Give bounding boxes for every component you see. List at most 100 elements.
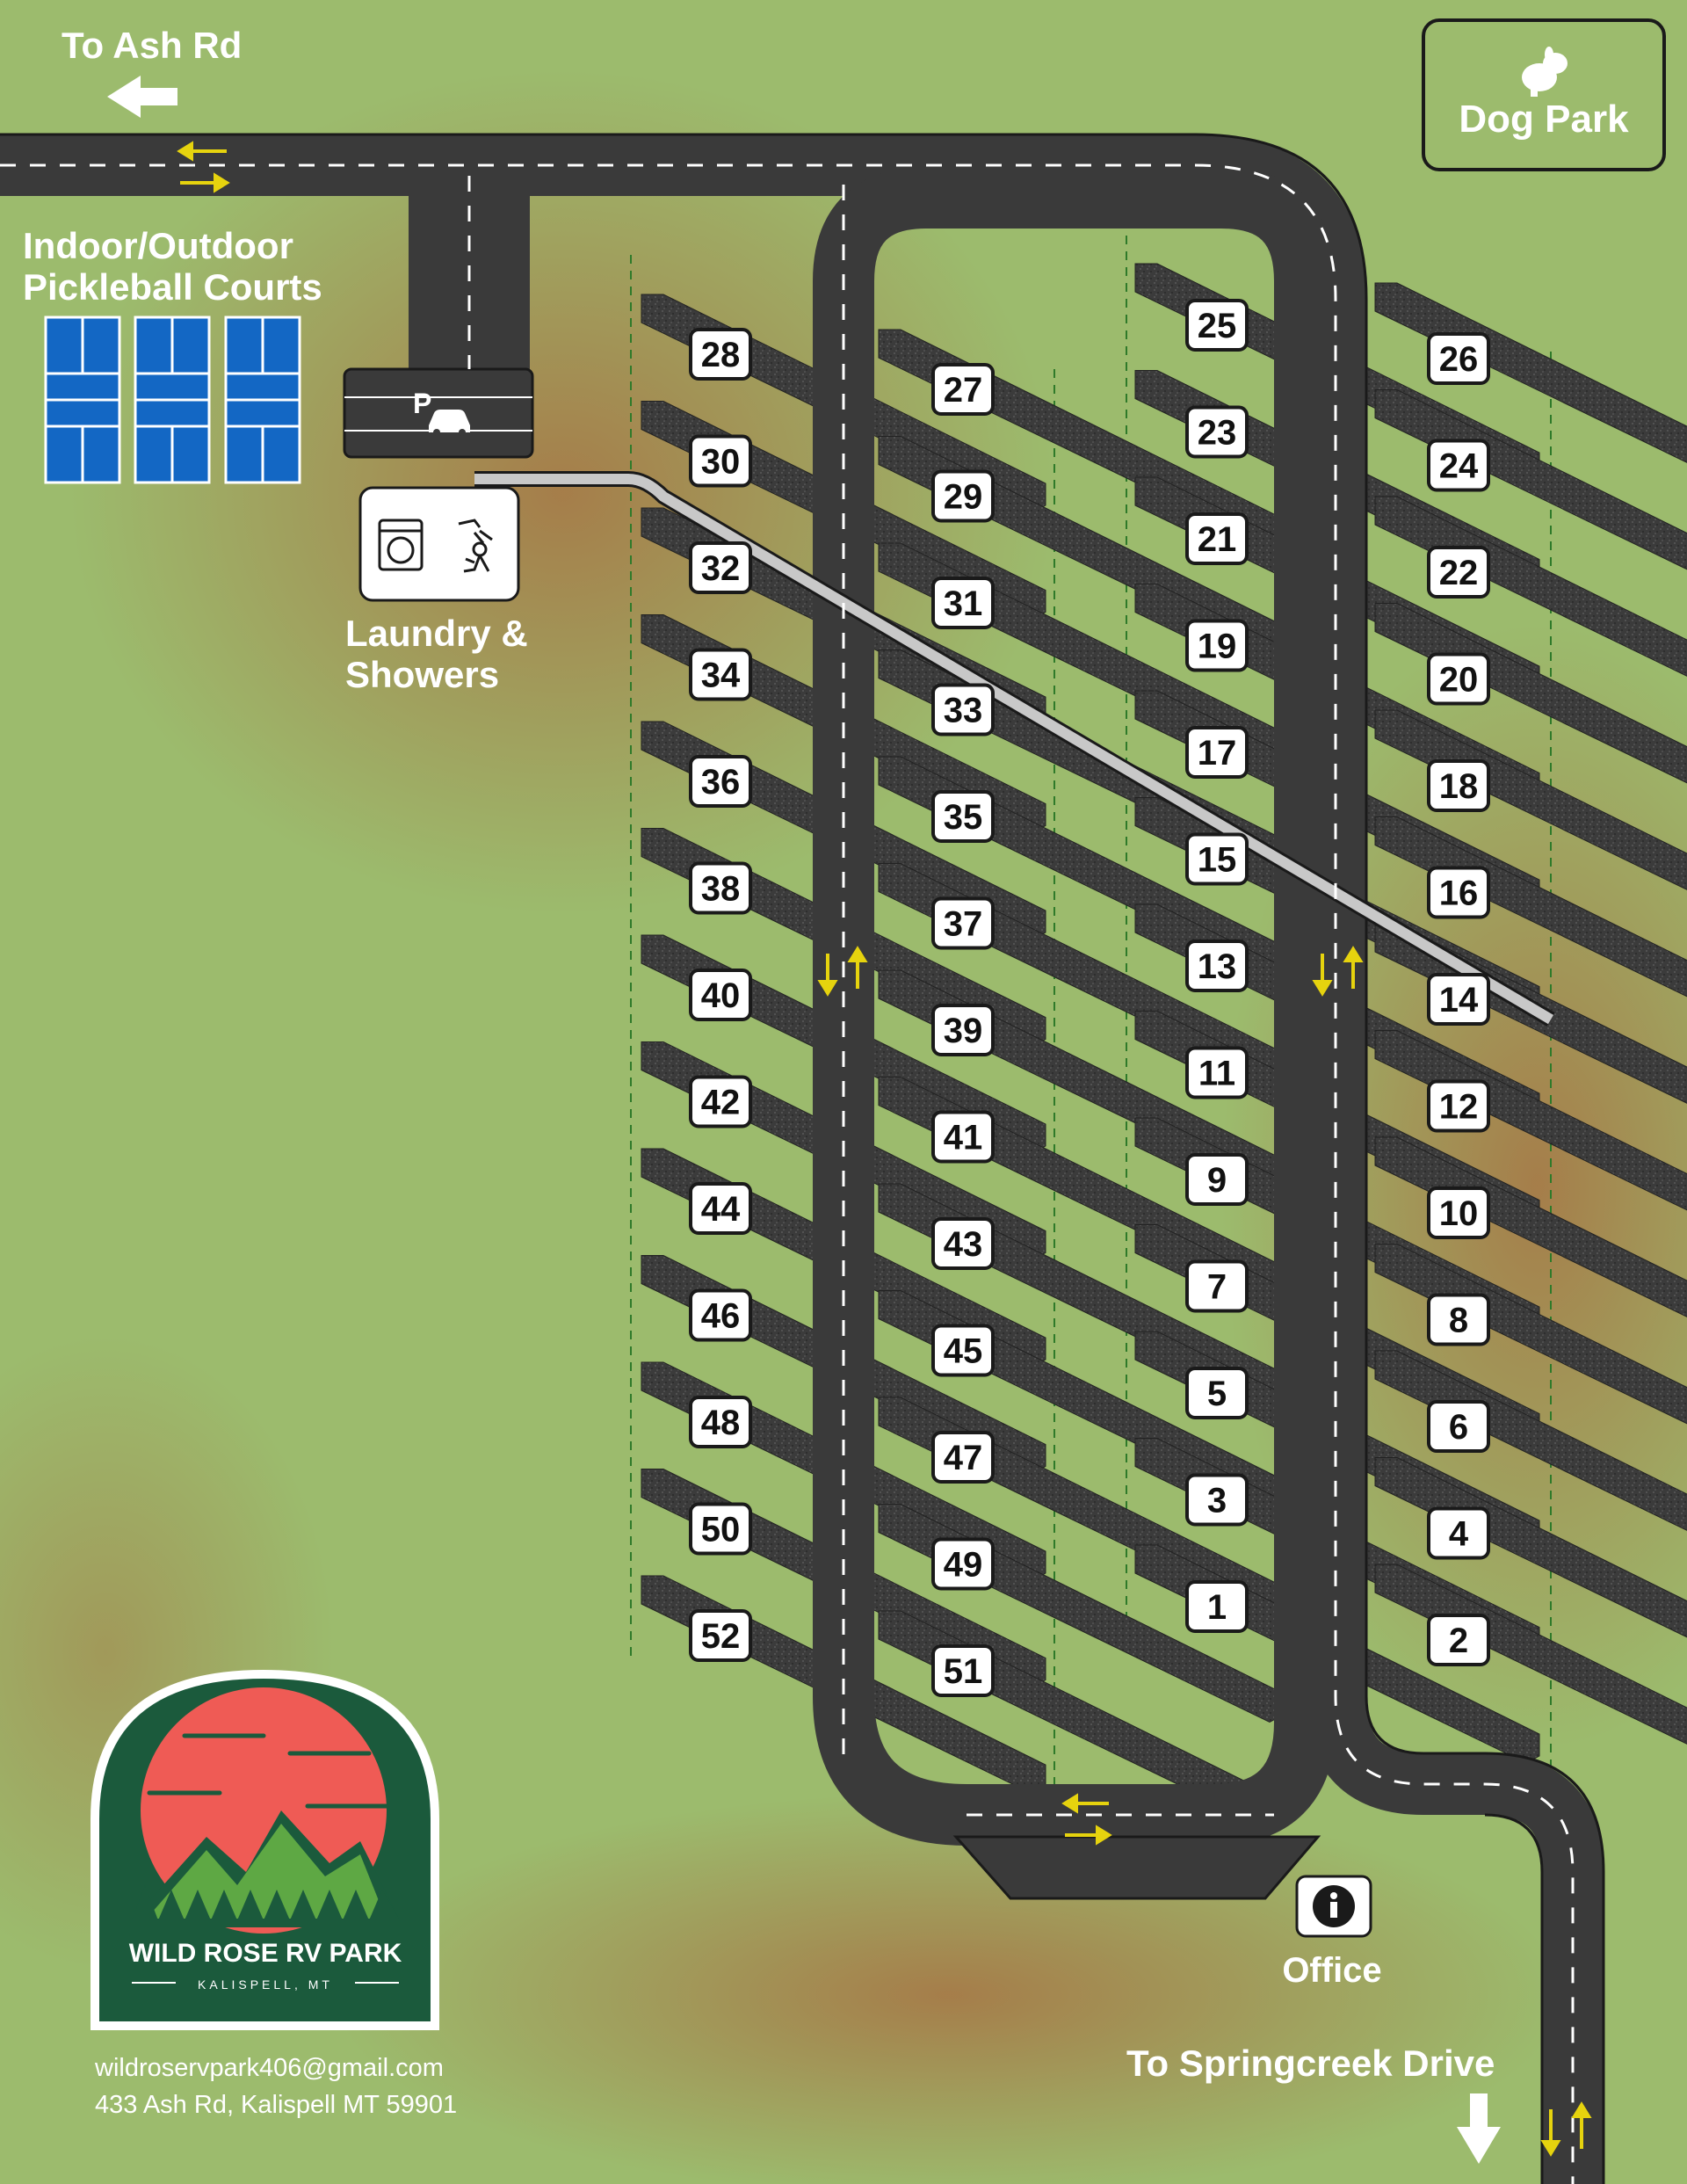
site-number-7[interactable]: 7 — [1185, 1259, 1249, 1313]
site-number-14[interactable]: 14 — [1427, 973, 1490, 1026]
site-number-box — [1427, 652, 1490, 706]
site-number-10[interactable]: 10 — [1427, 1186, 1490, 1239]
site-number-box — [1185, 1046, 1249, 1099]
site-number-23[interactable]: 23 — [1185, 405, 1249, 459]
site-number-25[interactable]: 25 — [1185, 299, 1249, 352]
laundry-label: Laundry & — [345, 613, 528, 654]
site-number-20[interactable]: 20 — [1427, 652, 1490, 706]
site-number-44[interactable]: 44 — [689, 1182, 752, 1235]
site-number-38[interactable]: 38 — [689, 861, 752, 915]
site-number-29[interactable]: 29 — [931, 469, 995, 523]
site-number-box — [1427, 1293, 1490, 1346]
site-number-33[interactable]: 33 — [931, 683, 995, 736]
site-number-40[interactable]: 40 — [689, 969, 752, 1021]
site-number-9[interactable]: 9 — [1185, 1153, 1249, 1206]
site-number-26[interactable]: 26 — [1427, 332, 1490, 385]
site-number-41[interactable]: 41 — [931, 1110, 995, 1164]
site-number-37[interactable]: 37 — [931, 896, 995, 950]
site-number-text: 21 — [1198, 520, 1237, 559]
site-number-box — [931, 363, 995, 416]
pickleball-courts — [44, 316, 301, 484]
walkway — [474, 474, 1554, 1025]
site-number-box — [931, 896, 995, 950]
site-number-5[interactable]: 5 — [1185, 1367, 1249, 1419]
site-number-39[interactable]: 39 — [931, 1004, 995, 1056]
site-number-text: 37 — [944, 905, 983, 944]
site-number-3[interactable]: 3 — [1185, 1473, 1249, 1527]
site-number-42[interactable]: 42 — [689, 1075, 752, 1128]
site-number-46[interactable]: 46 — [689, 1288, 752, 1342]
site-number-12[interactable]: 12 — [1427, 1079, 1490, 1133]
site-number-box — [689, 541, 752, 594]
site-number-31[interactable]: 31 — [931, 577, 995, 629]
site-number-text: 17 — [1198, 734, 1237, 773]
site-number-text: 28 — [701, 336, 741, 374]
site-number-box — [931, 790, 995, 843]
site-number-text: 3 — [1207, 1482, 1227, 1520]
site-number-text: 23 — [1198, 414, 1237, 453]
pickleball-label: Indoor/Outdoor — [23, 225, 293, 266]
info-icon — [1313, 1885, 1355, 1927]
site-number-text: 32 — [701, 549, 741, 588]
shower-icon — [458, 519, 493, 573]
site-number-text: 50 — [701, 1511, 741, 1549]
site-number-18[interactable]: 18 — [1427, 759, 1490, 812]
site-number-text: 49 — [944, 1546, 983, 1585]
site-number-13[interactable]: 13 — [1185, 940, 1249, 992]
site-number-30[interactable]: 30 — [689, 434, 752, 488]
site-number-45[interactable]: 45 — [931, 1324, 995, 1377]
site-number-text: 7 — [1207, 1268, 1227, 1307]
site-number-4[interactable]: 4 — [1427, 1506, 1490, 1560]
site-number-box — [689, 861, 752, 915]
site-number-49[interactable]: 49 — [931, 1537, 995, 1591]
site-number-2[interactable]: 2 — [1427, 1614, 1490, 1666]
site-number-17[interactable]: 17 — [1185, 726, 1249, 779]
site-number-51[interactable]: 51 — [931, 1644, 995, 1697]
site-number-box — [689, 1182, 752, 1235]
site-number-21[interactable]: 21 — [1185, 512, 1249, 565]
site-number-text: 33 — [944, 692, 983, 730]
site-number-24[interactable]: 24 — [1427, 439, 1490, 492]
site-number-1[interactable]: 1 — [1185, 1580, 1249, 1633]
laundry-building — [358, 486, 520, 602]
site-number-box — [689, 755, 752, 808]
site-number-28[interactable]: 28 — [689, 328, 752, 381]
site-number-32[interactable]: 32 — [689, 541, 752, 594]
site-number-text: 14 — [1439, 981, 1479, 1019]
rv-site-pad — [1374, 1564, 1687, 1745]
site-number-box — [689, 1502, 752, 1556]
site-number-34[interactable]: 34 — [689, 648, 752, 701]
site-number-52[interactable]: 52 — [689, 1609, 752, 1662]
site-number-box — [931, 683, 995, 736]
contact-email[interactable]: wildroservpark406@gmail.com — [95, 2054, 444, 2082]
site-number-27[interactable]: 27 — [931, 363, 995, 416]
site-number-43[interactable]: 43 — [931, 1217, 995, 1270]
site-number-48[interactable]: 48 — [689, 1396, 752, 1448]
site-number-16[interactable]: 16 — [1427, 866, 1490, 919]
site-number-15[interactable]: 15 — [1185, 832, 1249, 886]
rv-site-pad — [1374, 1136, 1687, 1317]
dog-park-label: Dog Park — [1459, 98, 1629, 141]
rv-site-pad — [1374, 282, 1687, 463]
site-number-19[interactable]: 19 — [1185, 619, 1249, 672]
site-number-50[interactable]: 50 — [689, 1502, 752, 1556]
site-number-text: 34 — [701, 657, 741, 695]
rv-site-pad — [1374, 1030, 1687, 1211]
site-number-22[interactable]: 22 — [1427, 546, 1490, 599]
site-number-35[interactable]: 35 — [931, 790, 995, 843]
site-number-box — [1185, 1259, 1249, 1313]
rv-site-pad — [1374, 1457, 1687, 1638]
site-number-11[interactable]: 11 — [1185, 1046, 1249, 1099]
site-number-8[interactable]: 8 — [1427, 1293, 1490, 1346]
site-number-box — [1185, 619, 1249, 672]
site-number-36[interactable]: 36 — [689, 755, 752, 808]
site-number-text: 42 — [701, 1084, 741, 1122]
site-number-box — [1185, 832, 1249, 886]
site-number-47[interactable]: 47 — [931, 1431, 995, 1484]
site-number-text: 47 — [944, 1439, 983, 1477]
site-number-6[interactable]: 6 — [1427, 1400, 1490, 1453]
arrow-left-icon — [107, 76, 177, 118]
site-number-text: 9 — [1207, 1161, 1227, 1200]
site-number-text: 6 — [1449, 1408, 1468, 1447]
